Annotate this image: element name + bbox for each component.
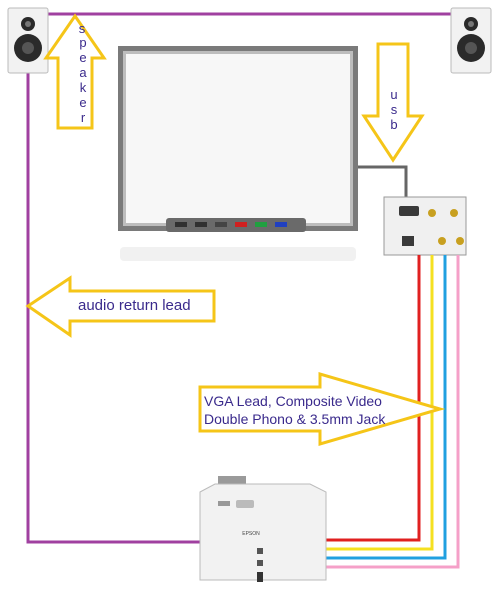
right-speaker-icon bbox=[450, 7, 492, 74]
pink-cable bbox=[326, 255, 460, 569]
audio-return-arrow bbox=[25, 275, 216, 338]
projector-icon: EPSON bbox=[199, 476, 327, 582]
speaker-letter: p bbox=[79, 35, 86, 50]
speaker-letter: k bbox=[80, 80, 87, 95]
usb-letter: u bbox=[390, 87, 397, 102]
audio-return-label: audio return lead bbox=[78, 297, 191, 314]
yellow-cable bbox=[326, 255, 434, 551]
usb-arrow bbox=[361, 42, 425, 163]
vga-label-line2: Double Phono & 3.5mm Jack bbox=[204, 411, 386, 427]
usb-letter: b bbox=[390, 117, 397, 132]
vga-label-line1: VGA Lead, Composite Video bbox=[204, 393, 382, 409]
vga-arrow bbox=[198, 372, 446, 446]
red-cable bbox=[326, 255, 421, 542]
left-speaker-icon bbox=[7, 7, 49, 74]
speaker-letter: r bbox=[81, 110, 86, 125]
whiteboard bbox=[118, 46, 358, 261]
speaker-letter: a bbox=[79, 65, 87, 80]
blue-cable bbox=[326, 255, 447, 560]
usb-cable bbox=[358, 165, 408, 200]
speaker-letter: e bbox=[79, 50, 86, 65]
speaker-letter: s bbox=[79, 21, 86, 36]
audio-return-cable bbox=[26, 70, 205, 544]
usb-letter: s bbox=[391, 102, 398, 117]
wall-plate bbox=[383, 196, 467, 256]
speaker-letter: e bbox=[79, 95, 86, 110]
projector-brand: EPSON bbox=[242, 531, 260, 537]
speaker-arrow bbox=[43, 13, 107, 130]
